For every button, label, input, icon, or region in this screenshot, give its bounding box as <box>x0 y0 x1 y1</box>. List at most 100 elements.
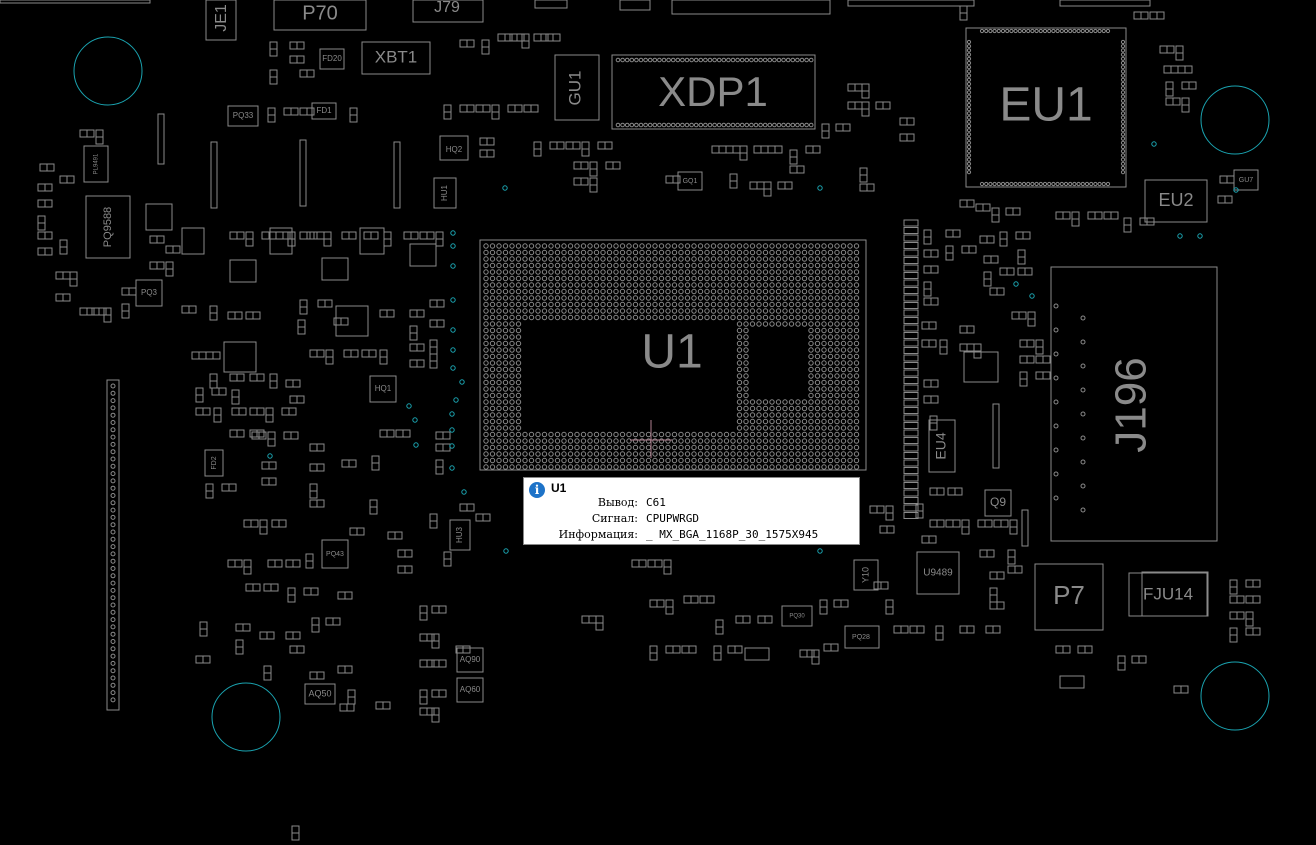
bga-ball <box>600 256 606 262</box>
gq1-transistor[interactable] <box>677 171 703 191</box>
pl9491-component[interactable] <box>83 145 109 183</box>
bga-ball <box>808 366 814 373</box>
bga-ball <box>554 282 561 288</box>
pq43-component[interactable] <box>321 539 349 569</box>
bga-ball <box>762 457 769 464</box>
ic-component[interactable] <box>269 227 293 255</box>
ic-component[interactable] <box>359 227 385 255</box>
bga-ball <box>821 412 827 418</box>
bga-ball <box>574 275 580 282</box>
bga-ball <box>515 438 522 444</box>
bga-ball <box>522 457 528 464</box>
hu3-chip[interactable] <box>449 519 471 551</box>
bga-ball <box>840 275 847 282</box>
bga-ball <box>847 269 853 275</box>
xdp1-connector[interactable] <box>611 54 816 130</box>
je1-connector[interactable] <box>205 0 237 41</box>
pq33-component[interactable] <box>227 105 259 127</box>
resistor-array[interactable] <box>157 113 165 165</box>
pq9588-chip[interactable] <box>85 195 131 259</box>
bga-ball <box>821 295 827 301</box>
top-connector[interactable] <box>847 0 975 7</box>
bga-ball <box>821 360 827 366</box>
xbt1-component[interactable] <box>361 41 431 75</box>
bga-ball <box>509 457 515 464</box>
side-connector[interactable] <box>106 379 120 711</box>
cpu-u1-package[interactable] <box>479 239 867 471</box>
fd1-component[interactable] <box>311 102 337 120</box>
top-connector[interactable] <box>1059 0 1151 7</box>
bga-ball <box>697 444 704 451</box>
ic-component[interactable] <box>181 227 205 255</box>
pq30-component[interactable] <box>781 605 813 627</box>
bga-ball <box>749 308 756 314</box>
ic-component[interactable] <box>321 257 349 281</box>
j196-connector[interactable] <box>1050 266 1218 542</box>
bga-ball <box>827 347 834 353</box>
bga-ball <box>645 275 652 282</box>
eu4-chip[interactable] <box>928 419 956 473</box>
bga-ball <box>853 405 860 412</box>
resistor-array[interactable] <box>1021 509 1029 547</box>
passive-component <box>903 452 919 459</box>
aq60-component[interactable] <box>456 677 484 703</box>
bga-ball <box>502 334 509 340</box>
bga-ball <box>723 457 730 464</box>
ic-component[interactable] <box>335 305 369 337</box>
bga-ball <box>489 451 496 457</box>
chip-pin <box>1120 111 1126 116</box>
bga-ball <box>515 262 522 269</box>
fd2-component[interactable] <box>204 449 224 477</box>
top-connector[interactable] <box>671 0 831 15</box>
bga-ball <box>795 249 801 256</box>
q9-transistor[interactable] <box>984 489 1012 517</box>
p70-connector[interactable] <box>273 0 367 31</box>
hu1-chip[interactable] <box>433 177 457 209</box>
connector-pin <box>647 57 653 63</box>
aq50-component[interactable] <box>304 683 336 705</box>
bga-ball <box>730 282 736 288</box>
ic-component[interactable] <box>409 243 437 267</box>
resistor-array[interactable] <box>393 141 401 209</box>
bga-ball <box>678 295 684 301</box>
bga-ball <box>782 308 788 314</box>
bga-ball <box>723 282 730 288</box>
chip-pin <box>1120 140 1126 145</box>
hq1-transistor[interactable] <box>369 375 397 403</box>
resistor-array[interactable] <box>299 139 307 207</box>
chip-pin <box>1120 65 1126 70</box>
p7-connector[interactable] <box>1034 563 1104 631</box>
ic-component[interactable] <box>229 259 257 283</box>
bga-ball <box>606 464 613 470</box>
ic-component[interactable] <box>145 203 173 231</box>
eu1-chip[interactable] <box>965 27 1127 188</box>
fd20-component[interactable] <box>319 48 345 70</box>
bga-ball <box>821 249 827 256</box>
bga-ball <box>782 444 788 451</box>
hq2-transistor[interactable] <box>439 135 469 161</box>
bga-ball <box>847 464 853 470</box>
bga-ball <box>678 243 684 249</box>
bga-ball <box>723 288 730 295</box>
via <box>450 263 456 269</box>
gu1-chip[interactable] <box>554 54 600 121</box>
bga-ball <box>736 399 743 405</box>
bga-ball <box>723 256 730 262</box>
ic-component[interactable] <box>1141 571 1209 617</box>
y10-crystal[interactable] <box>853 559 879 591</box>
bga-ball <box>775 412 782 418</box>
hu1-label: HU1 <box>440 184 449 201</box>
resistor-array[interactable] <box>210 141 218 209</box>
bga-ball <box>509 275 515 282</box>
ic-component[interactable] <box>963 351 999 383</box>
pq28-component[interactable] <box>844 625 880 649</box>
bga-ball <box>645 301 652 308</box>
u9489-chip[interactable] <box>916 551 960 595</box>
resistor-array[interactable] <box>992 403 1000 469</box>
connector-pin <box>753 57 759 63</box>
j79-connector[interactable] <box>412 0 484 23</box>
eu2-chip[interactable] <box>1144 179 1208 223</box>
ic-component[interactable] <box>223 341 257 373</box>
chip-pin <box>1120 170 1126 175</box>
